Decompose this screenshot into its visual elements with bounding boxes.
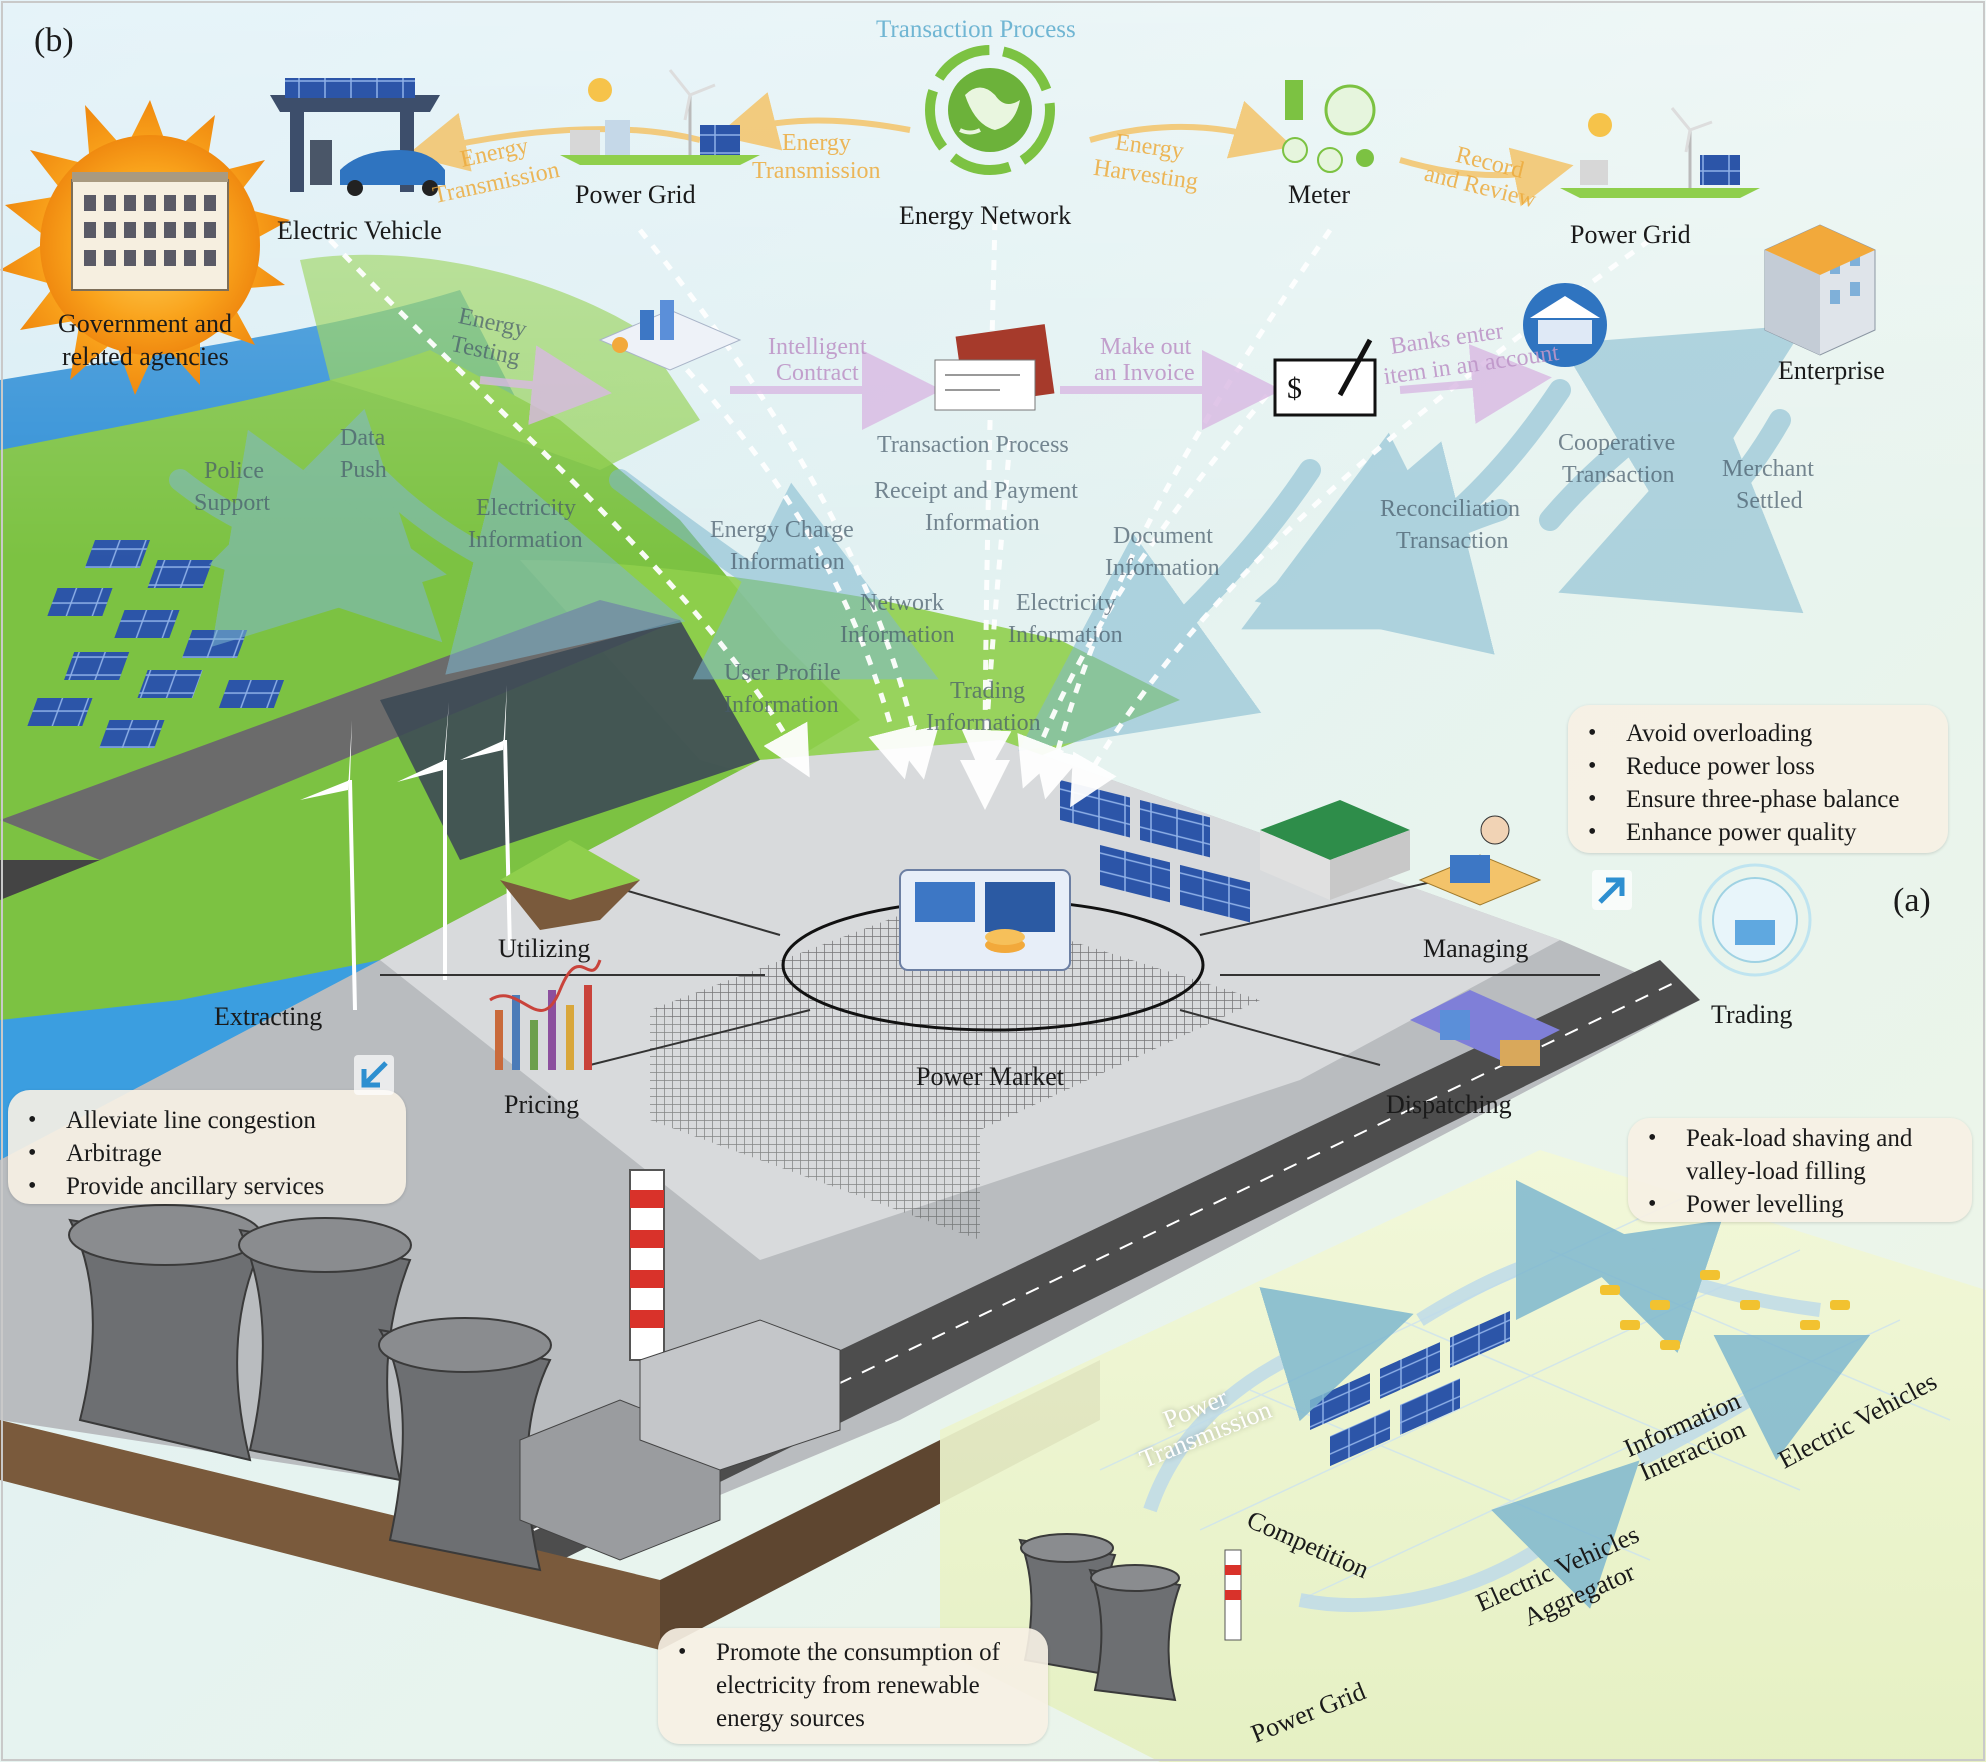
benefit-box-bottom: Promote the consumption of electricity f… (658, 1628, 1048, 1744)
energy-network-icon (925, 45, 1055, 175)
arrow-down-left-icon (354, 1055, 394, 1095)
meter-icon (1282, 80, 1376, 173)
police-support-l2: Support (194, 490, 271, 516)
data-push-l1: Data (340, 425, 386, 451)
extracting-label: Extracting (214, 1002, 323, 1031)
network-info-l1: Network (860, 590, 944, 616)
trading-label: Trading (1711, 1000, 1793, 1029)
energy-charge-l2: Information (730, 549, 845, 575)
panel-a-label: (a) (1893, 882, 1931, 919)
reconciliation-l2: Transaction (1396, 528, 1509, 554)
government-label-line2: related agencies (62, 342, 229, 371)
power-grid-right-label: Power Grid (1570, 220, 1691, 249)
utilizing-label: Utilizing (498, 934, 591, 963)
document-info-l1: Document (1113, 523, 1213, 549)
meter-label: Meter (1288, 180, 1351, 209)
invoice-icon (934, 324, 1055, 411)
cooperative-l1: Cooperative (1558, 430, 1676, 456)
power-grid-icon-right (1560, 107, 1760, 198)
benefit-item-continued: energy sources (716, 1705, 865, 1732)
cheque-icon: $ (1273, 338, 1377, 417)
managing-label: Managing (1423, 934, 1529, 963)
merchant-l1: Merchant (1722, 456, 1814, 482)
network-info-l2: Information (840, 622, 955, 648)
user-profile-l2: Information (724, 692, 839, 718)
energy-charge-l1: Energy Charge (710, 517, 854, 543)
receipt-payment-l1: Receipt and Payment (874, 478, 1078, 504)
benefit-item: Arbitrage (8, 1137, 406, 1170)
benefit-box-right: Peak-load shaving and valley-load fillin… (1628, 1118, 1972, 1222)
data-push-l2: Push (340, 457, 387, 483)
electricity-info2-l1: Electricity (1016, 590, 1116, 616)
electricity-info-l2: Information (468, 527, 583, 553)
power-market-label: Power Market (916, 1062, 1065, 1091)
transaction-process-mid: Transaction Process (877, 432, 1069, 458)
dispatching-label: Dispatching (1386, 1090, 1512, 1119)
enterprise-icon (1764, 224, 1876, 356)
ev-station-icon (270, 78, 445, 196)
reconciliation-l1: Reconciliation (1380, 496, 1520, 522)
trading-info-l1: Trading (950, 678, 1026, 704)
bank-icon (1523, 283, 1607, 367)
energy-transmission-2-l1: Energy (782, 130, 851, 156)
benefit-item: Power levelling (1628, 1188, 1972, 1221)
government-label-line1: Government and (58, 309, 233, 338)
benefit-item-continued: valley-load filling (1686, 1158, 1866, 1185)
cooperative-l2: Transaction (1562, 462, 1675, 488)
receipt-payment-l2: Information (925, 510, 1040, 536)
electric-vehicle-label: Electric Vehicle (277, 216, 442, 245)
arrow-up-right-icon (1592, 870, 1632, 910)
benefit-item: Promote the consumption of (658, 1636, 1048, 1669)
power-grid-icon-left (560, 69, 760, 165)
dashboard-icon (598, 300, 742, 371)
panel-b-label: (b) (34, 22, 74, 59)
benefit-box-left: Alleviate line congestion Arbitrage Prov… (8, 1090, 406, 1204)
intelligent-contract-l1: Intelligent (768, 334, 867, 360)
make-invoice-l1: Make out (1100, 334, 1192, 360)
police-support-l1: Police (204, 458, 264, 484)
trading-info-l2: Information (926, 710, 1041, 736)
pricing-label: Pricing (504, 1090, 580, 1119)
benefit-item: Reduce power loss (1568, 750, 1948, 783)
energy-network-label: Energy Network (899, 201, 1072, 230)
svg-text:$: $ (1287, 372, 1302, 405)
benefit-item: Provide ancillary services (8, 1170, 406, 1203)
energy-transmission-2-l2: Transmission (752, 158, 881, 184)
sun-icon (0, 100, 290, 395)
enterprise-label: Enterprise (1778, 356, 1885, 385)
power-grid-left-label: Power Grid (575, 180, 696, 209)
benefit-box-top-right: Avoid overloading Reduce power loss Ensu… (1568, 705, 1948, 853)
intelligent-contract-l2: Contract (776, 360, 859, 386)
document-info-l2: Information (1105, 555, 1220, 581)
benefit-item: Enhance power quality (1568, 816, 1948, 849)
benefit-item: Peak-load shaving and (1628, 1122, 1972, 1155)
transaction-process-title: Transaction Process (876, 16, 1076, 43)
benefit-item: Avoid overloading (1568, 717, 1948, 750)
benefit-item: Ensure three-phase balance (1568, 783, 1948, 816)
merchant-l2: Settled (1736, 488, 1803, 514)
make-invoice-l2: an Invoice (1094, 360, 1195, 386)
user-profile-l1: User Profile (724, 660, 841, 686)
benefit-item-continued: electricity from renewable (716, 1672, 980, 1699)
electricity-info-l1: Electricity (476, 495, 576, 521)
electricity-info2-l2: Information (1008, 622, 1123, 648)
benefit-item: Alleviate line congestion (8, 1104, 406, 1137)
